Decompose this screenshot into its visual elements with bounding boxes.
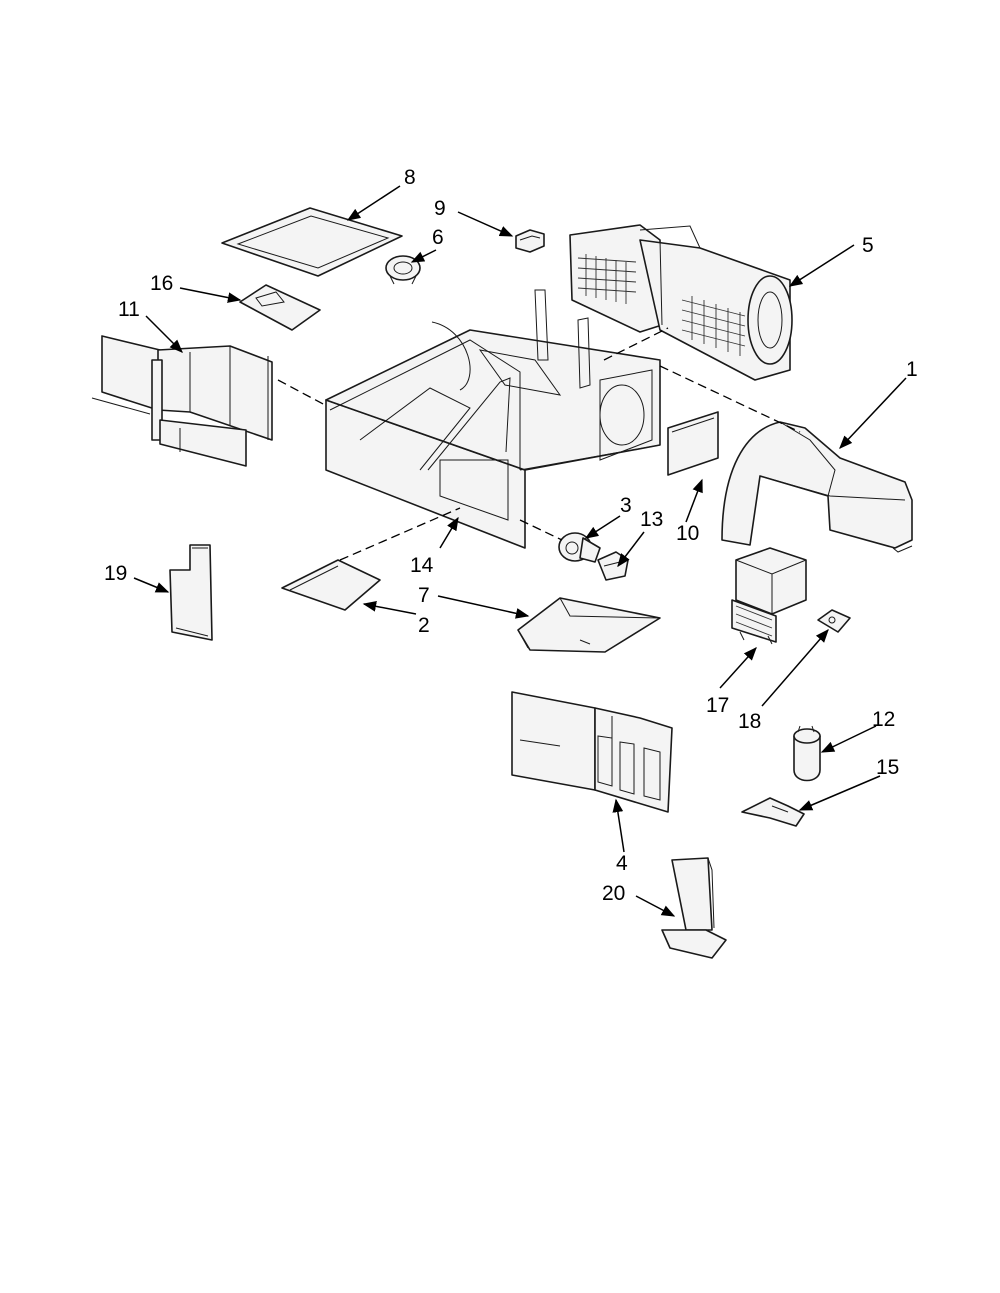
callout-5: 5 (862, 234, 874, 257)
callout-11: 11 (118, 298, 140, 321)
part-1-air-duct (721, 421, 913, 553)
part-20-bracket (661, 857, 727, 959)
part-19-bracket-plate (169, 544, 213, 641)
callout-19: 19 (104, 562, 127, 585)
callout-7: 7 (418, 584, 430, 607)
callout-9: 9 (434, 197, 446, 220)
callout-1: 1 (906, 358, 918, 381)
part-15-capacitor-bracket (741, 797, 805, 827)
callout-4: 4 (616, 852, 628, 875)
callout-20: 20 (602, 882, 625, 905)
callout-10: 10 (676, 522, 699, 545)
part-11-side-panel (91, 335, 273, 467)
part-8-grease-filter (221, 207, 403, 277)
part-13-bracket (597, 551, 629, 581)
assembly-lines (277, 327, 801, 561)
callout-6: 6 (432, 226, 444, 249)
part-17-transformer (731, 547, 807, 645)
callout-12: 12 (872, 708, 895, 731)
part-12-capacitor (793, 725, 821, 782)
callout-16: 16 (150, 272, 173, 295)
callout-8: 8 (404, 166, 416, 189)
leader-lines (133, 185, 907, 917)
callout-13: 13 (640, 508, 663, 531)
part-7-base-cover (517, 597, 661, 653)
part-4-rear-panel (511, 691, 673, 813)
callout-17: 17 (706, 694, 729, 717)
part-3-motor (558, 532, 601, 563)
part-10-plate (667, 411, 719, 476)
callout-labels: 8 9 6 5 16 11 1 3 13 10 14 19 7 2 17 18 … (104, 166, 918, 905)
part-2-cover-plate (281, 559, 381, 611)
callout-14: 14 (410, 554, 434, 577)
part-5-blower-assembly (569, 224, 793, 381)
callout-2: 2 (418, 614, 430, 637)
part-18-clip (817, 609, 851, 633)
part-9-switch (515, 229, 545, 253)
callout-15: 15 (876, 756, 899, 779)
part-16-plate (239, 284, 321, 331)
part-14-chassis (325, 289, 661, 549)
callout-18: 18 (738, 710, 761, 733)
callout-3: 3 (620, 494, 632, 517)
